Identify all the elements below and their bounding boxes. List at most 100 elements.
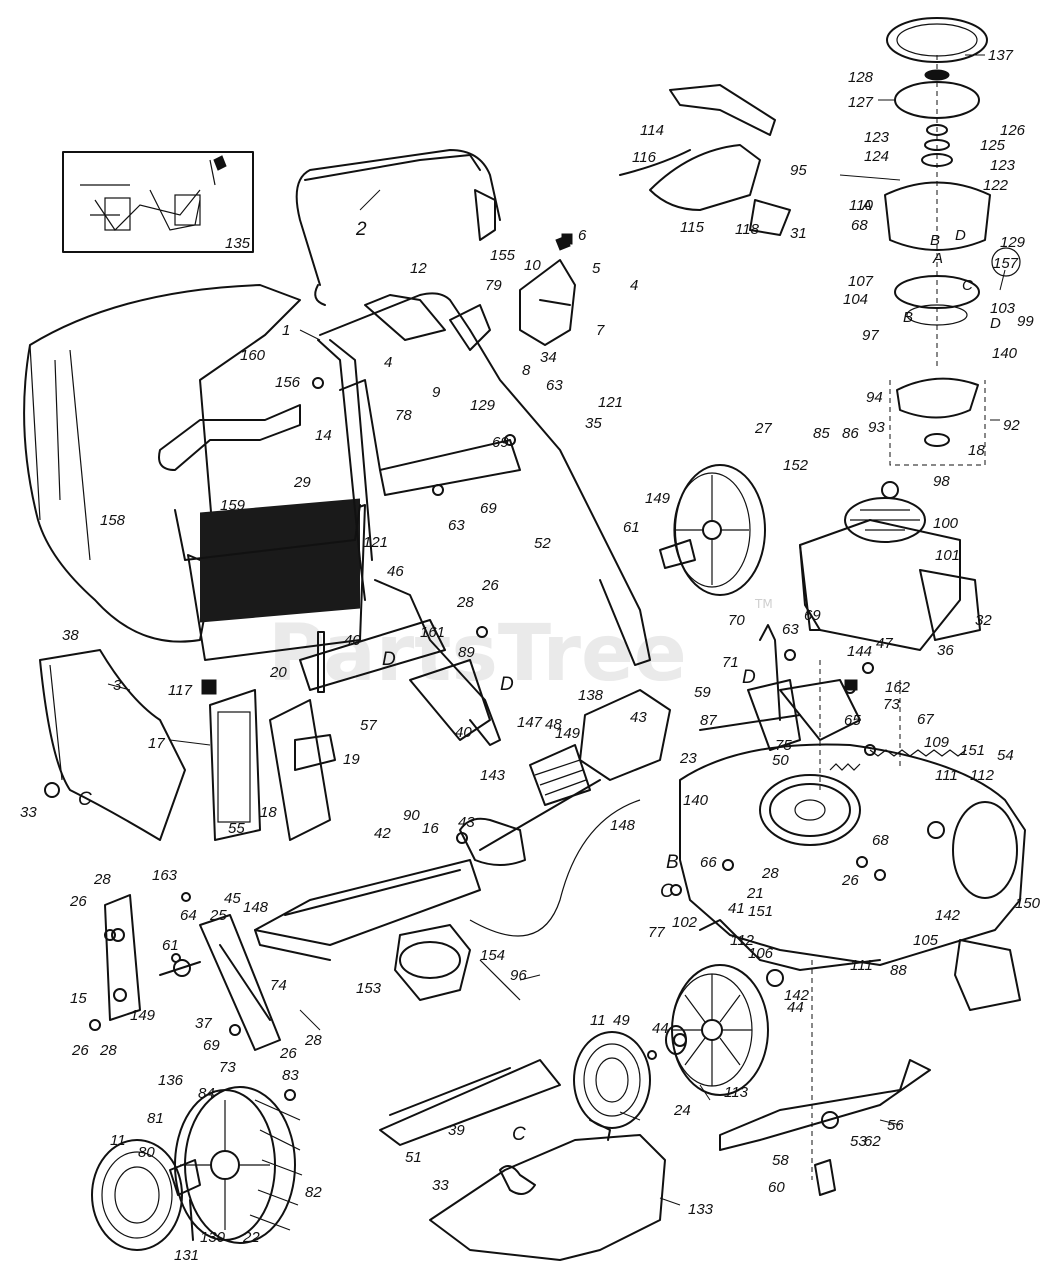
label-93: 93 [868, 419, 885, 436]
label-8: 8 [522, 362, 531, 379]
label-29: 29 [293, 474, 311, 491]
label-163: 163 [152, 867, 178, 884]
label-107: 107 [848, 273, 874, 290]
label-6: 6 [578, 227, 587, 244]
label-15: 15 [70, 990, 87, 1007]
label-33a: 33 [20, 804, 37, 821]
label-148a: 148 [610, 817, 636, 834]
label-28a: 28 [93, 871, 111, 888]
label-50: 50 [772, 752, 789, 769]
label-85: 85 [813, 425, 830, 442]
label-130: 130 [200, 1229, 226, 1246]
svg-text:TM: TM [754, 597, 773, 611]
label-97: 97 [862, 327, 879, 344]
label-68b: 68 [872, 832, 889, 849]
label-26d: 26 [481, 577, 499, 594]
label-70: 70 [728, 612, 745, 629]
label-151a: 151 [960, 742, 985, 759]
label-4b: 4 [630, 277, 638, 294]
label-55: 55 [228, 820, 245, 837]
label-26e: 26 [841, 872, 859, 889]
label-100: 100 [933, 515, 959, 532]
label-84: 84 [198, 1085, 215, 1102]
label-25: 25 [209, 907, 227, 924]
label-20: 20 [269, 664, 287, 681]
label-63c: 63 [782, 621, 799, 638]
label-125: 125 [980, 137, 1006, 154]
lower-handle [269, 579, 501, 841]
label-118: 118 [735, 221, 760, 238]
label-149b: 149 [555, 725, 581, 742]
label-44a: 44 [652, 1020, 669, 1037]
label-160: 160 [240, 347, 266, 364]
svg-text:PartsTree: PartsTree [268, 609, 687, 699]
ref-d2: D [990, 315, 1001, 332]
label-48: 48 [545, 716, 562, 733]
label-27: 27 [754, 420, 772, 437]
label-98: 98 [933, 473, 950, 490]
label-162: 162 [885, 679, 911, 696]
label-69c: 69 [804, 607, 821, 624]
label-60: 60 [768, 1179, 785, 1196]
label-111a: 111 [935, 767, 958, 784]
label-63b: 63 [448, 517, 465, 534]
label-102: 102 [672, 914, 698, 931]
label-3: 3 [113, 677, 122, 694]
label-129b: 129 [470, 397, 496, 414]
engine [799, 481, 981, 651]
leader-lines [107, 54, 1006, 1206]
label-65: 65 [844, 712, 861, 729]
label-75: 75 [775, 737, 792, 754]
label-137: 137 [988, 47, 1014, 64]
label-133: 133 [688, 1201, 714, 1218]
label-11a: 11 [590, 1012, 606, 1029]
label-116: 116 [632, 149, 657, 166]
label-113: 113 [724, 1084, 749, 1101]
label-143: 143 [480, 767, 506, 784]
label-101: 101 [935, 547, 960, 564]
label-61a: 61 [623, 519, 640, 536]
front-wheel-right [573, 964, 769, 1129]
label-136: 136 [158, 1072, 184, 1089]
label-83: 83 [282, 1067, 299, 1084]
throttle-cable [394, 799, 641, 1001]
label-157: 157 [993, 255, 1019, 272]
label-144: 144 [847, 643, 872, 660]
springs [829, 749, 967, 771]
label-21: 21 [746, 885, 764, 902]
label-38: 38 [62, 627, 79, 644]
ref-c3: C [512, 1124, 526, 1145]
label-80: 80 [138, 1144, 155, 1161]
ref-a1: A [861, 197, 872, 214]
label-63a: 63 [546, 377, 563, 394]
label-69d: 69 [203, 1037, 220, 1054]
label-33b: 33 [432, 1177, 449, 1194]
label-94: 94 [866, 389, 883, 406]
label-129a: 129 [1000, 234, 1026, 251]
label-58: 58 [772, 1152, 789, 1169]
label-157-circle [991, 247, 1021, 277]
chute-cover [39, 649, 261, 841]
label-44b: 44 [787, 999, 804, 1016]
label-115: 115 [680, 219, 705, 236]
ref-a2: A [932, 250, 943, 267]
label-26a: 26 [69, 893, 87, 910]
label-37: 37 [195, 1015, 212, 1032]
label-26c: 26 [279, 1045, 297, 1062]
label-46: 46 [387, 563, 404, 580]
label-142a: 142 [935, 907, 961, 924]
label-124: 124 [864, 148, 889, 165]
label-9: 9 [432, 384, 441, 401]
label-138: 138 [578, 687, 604, 704]
label-131: 131 [174, 1247, 199, 1264]
label-140b: 140 [683, 792, 709, 809]
ref-d5: D [742, 667, 756, 688]
label-10: 10 [524, 257, 541, 274]
label-123b: 123 [990, 157, 1016, 174]
label-1: 1 [282, 322, 290, 339]
label-89: 89 [458, 644, 475, 661]
label-31: 31 [790, 225, 807, 242]
label-114: 114 [640, 122, 664, 139]
inset-box-135 [62, 151, 254, 253]
